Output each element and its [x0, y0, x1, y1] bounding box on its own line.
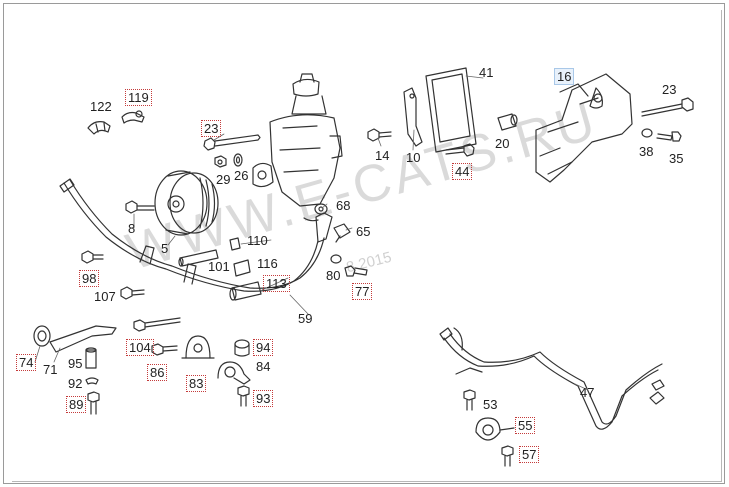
part-label-p71[interactable]: 71	[43, 362, 58, 377]
part-label-p119[interactable]: 119	[125, 89, 152, 106]
part-label-p35[interactable]: 35	[669, 151, 684, 166]
part-label-p122[interactable]: 122	[90, 99, 112, 114]
part-label-p68[interactable]: 68	[336, 198, 351, 213]
clamp-83-drawing	[181, 335, 215, 359]
seal-74-drawing	[33, 325, 51, 347]
return-line-47-drawing	[439, 327, 665, 430]
bolt-86-drawing	[151, 343, 178, 356]
part-label-p47[interactable]: 47	[580, 385, 595, 400]
clamp-55-drawing	[475, 417, 515, 441]
bolt-93-drawing	[237, 385, 250, 407]
bolt-23-left-drawing	[203, 134, 261, 151]
bolt-98-drawing	[81, 250, 104, 264]
clip-122-drawing	[87, 121, 111, 135]
bolt-44-drawing	[445, 143, 475, 157]
bolt-107-drawing	[120, 286, 145, 300]
bolt-35-drawing	[656, 131, 682, 142]
part-label-p57[interactable]: 57	[519, 446, 540, 463]
bolt-23-right-drawing	[641, 97, 694, 117]
part-label-p26[interactable]: 26	[234, 168, 249, 183]
part-label-p95[interactable]: 95	[68, 356, 83, 371]
part-label-p104[interactable]: 104	[126, 339, 154, 356]
bush-94-drawing	[234, 339, 250, 357]
bolt-77-drawing	[344, 265, 368, 277]
hose-clamps-drawing	[139, 245, 197, 285]
nut-29-drawing	[214, 155, 227, 168]
part-label-p93[interactable]: 93	[253, 390, 274, 407]
part-label-p101[interactable]: 101	[208, 259, 230, 274]
pulley-5-drawing	[154, 170, 219, 236]
part-label-p16[interactable]: 16	[554, 68, 575, 85]
part-label-p94[interactable]: 94	[253, 339, 274, 356]
clip-92-drawing	[85, 377, 99, 385]
part-label-p23a[interactable]: 23	[201, 120, 222, 137]
part-label-p83[interactable]: 83	[186, 375, 207, 392]
diagram-frame	[3, 3, 725, 484]
bush-95-drawing	[85, 347, 97, 369]
clamp-84-drawing	[217, 361, 251, 385]
washer-38-drawing	[641, 128, 653, 138]
bolt-8-drawing	[125, 200, 155, 214]
part-label-p38[interactable]: 38	[639, 144, 654, 159]
clip-119-drawing	[121, 110, 145, 124]
part-label-p84[interactable]: 84	[256, 359, 271, 374]
bolt-53-drawing	[463, 389, 476, 411]
part-label-p29[interactable]: 29	[216, 172, 231, 187]
banjo-bolt-65-drawing	[333, 223, 351, 243]
washer-26-drawing	[233, 153, 243, 167]
steering-pump-drawing	[252, 73, 343, 207]
bolt-89-drawing	[87, 391, 100, 415]
part-label-p8[interactable]: 8	[128, 221, 136, 236]
bolt-104-drawing	[133, 317, 181, 332]
part-label-p98[interactable]: 98	[79, 270, 100, 287]
bolt-14-drawing	[367, 128, 392, 142]
bush-116-drawing	[233, 259, 251, 277]
part-label-p44[interactable]: 44	[452, 163, 473, 180]
part-label-p92[interactable]: 92	[68, 376, 83, 391]
part-label-p59[interactable]: 59	[298, 311, 313, 326]
sleeve-20-drawing	[497, 113, 518, 131]
part-label-p55[interactable]: 55	[515, 417, 536, 434]
part-label-p65[interactable]: 65	[356, 224, 371, 239]
part-label-p53[interactable]: 53	[483, 397, 498, 412]
gasket-41-drawing	[425, 67, 477, 153]
part-label-p14[interactable]: 14	[375, 148, 390, 163]
bolt-57-drawing	[501, 445, 514, 467]
leader-lines	[34, 75, 589, 391]
part-label-p41[interactable]: 41	[479, 65, 494, 80]
part-label-p80[interactable]: 80	[326, 268, 341, 283]
part-label-p86[interactable]: 86	[147, 364, 168, 381]
part-label-p74[interactable]: 74	[16, 354, 37, 371]
part-label-p113[interactable]: 113	[263, 275, 290, 292]
plate-10-drawing	[403, 87, 423, 147]
washer-68-drawing	[314, 203, 328, 215]
part-label-p23b[interactable]: 23	[662, 82, 677, 97]
sleeve-110-drawing	[229, 237, 241, 251]
part-label-p5[interactable]: 5	[161, 241, 169, 256]
part-label-p110[interactable]: 110	[247, 233, 268, 248]
washer-80-drawing	[330, 254, 342, 264]
hose-59-drawing	[59, 178, 333, 292]
diagram-frame-inner	[12, 10, 722, 482]
pin-101-drawing	[178, 249, 219, 267]
part-label-p116[interactable]: 116	[257, 256, 278, 271]
part-label-p107[interactable]: 107	[94, 289, 116, 304]
part-label-p10[interactable]: 10	[406, 150, 421, 165]
part-label-p89[interactable]: 89	[66, 396, 87, 413]
part-label-p20[interactable]: 20	[495, 136, 510, 151]
bracket-16-drawing	[535, 73, 633, 183]
lever-71-drawing	[49, 325, 117, 353]
part-label-p77[interactable]: 77	[352, 283, 373, 300]
sleeve-113-drawing	[229, 281, 262, 301]
